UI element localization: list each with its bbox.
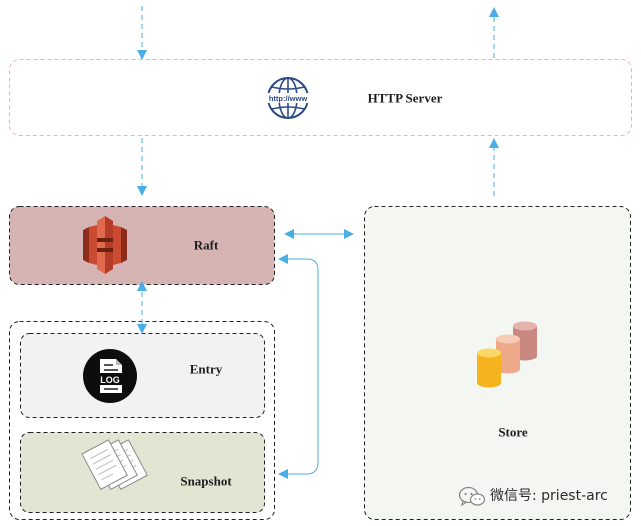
entry-label: Entry (189, 361, 223, 377)
raft-label: Raft (193, 237, 219, 253)
globe-icon-text: http://www (269, 94, 307, 103)
http-server-box (9, 59, 632, 136)
globe-www-icon: http://www (265, 77, 311, 119)
wechat-icon (458, 486, 486, 507)
arrow-raft-snapshot (278, 254, 319, 479)
snapshot-label: Snapshot (180, 473, 232, 489)
aws-s3-bucket-icon (83, 216, 127, 274)
watermark-text: 微信号: priest-arc (490, 488, 608, 504)
entry-box (20, 333, 265, 418)
log-file-icon: LOG (83, 349, 137, 403)
store-label: Store (498, 424, 528, 440)
raft-box (9, 206, 275, 285)
http-server-label: HTTP Server (367, 90, 443, 106)
log-icon-text: LOG (100, 375, 120, 385)
database-cylinders-icon (477, 321, 537, 388)
document-stack-icon (81, 439, 148, 490)
